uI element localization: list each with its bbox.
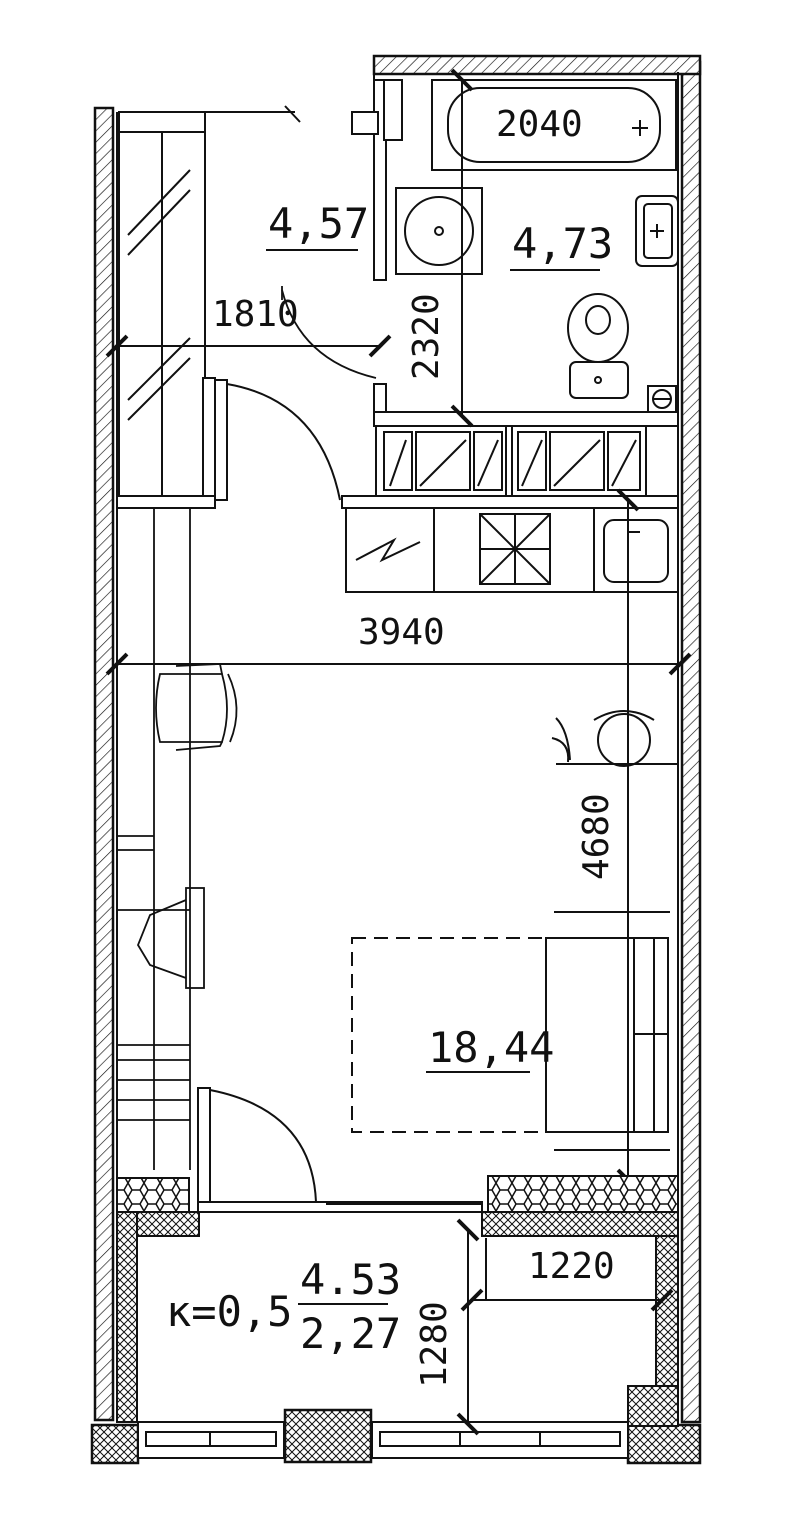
balcony-partition <box>116 1087 679 1213</box>
floor-drain <box>647 385 677 413</box>
balcony-depth-label: 1280 <box>414 1301 455 1388</box>
kitchen-width-label: 3940 <box>358 612 445 653</box>
balcony-reduced-area-label: 2,27 <box>300 1309 401 1358</box>
bath-length-label: 2040 <box>496 104 583 145</box>
bathtub <box>431 79 677 171</box>
bathroom-sink <box>635 195 679 267</box>
top-wall <box>372 54 702 76</box>
balcony-window <box>137 1421 629 1459</box>
desk-area <box>117 508 238 1170</box>
room-depth-label: 4680 <box>576 793 617 880</box>
dining-chairs <box>551 710 678 767</box>
bottom-wall-right <box>626 1423 702 1465</box>
entry-door <box>214 379 341 501</box>
rug <box>351 937 547 1133</box>
balcony-coefficient-label: к=0,5 <box>166 1287 292 1336</box>
bathroom-partitions <box>351 79 679 427</box>
balcony-door <box>209 1089 317 1203</box>
washing-machine <box>395 187 483 275</box>
balcony-width-label: 1220 <box>528 1246 615 1287</box>
right-wall <box>680 60 702 1424</box>
hallway-wardrobe <box>116 111 216 509</box>
sofa <box>545 911 670 1151</box>
bathroom-area-label: 4,73 <box>512 219 613 268</box>
bottom-wall-left <box>90 1423 140 1465</box>
hallway-area-label: 4,57 <box>268 199 369 248</box>
bottom-wall-mid <box>283 1408 373 1464</box>
left-wall <box>93 106 115 1422</box>
living-area-label: 18,44 <box>428 1023 554 1072</box>
bath-depth-label: 2320 <box>406 293 447 380</box>
kitchen-upper-cabinets <box>375 425 647 497</box>
balcony-area-label: 4.53 <box>300 1255 401 1304</box>
hall-width-label: 1810 <box>212 294 299 335</box>
toilet <box>567 293 629 399</box>
